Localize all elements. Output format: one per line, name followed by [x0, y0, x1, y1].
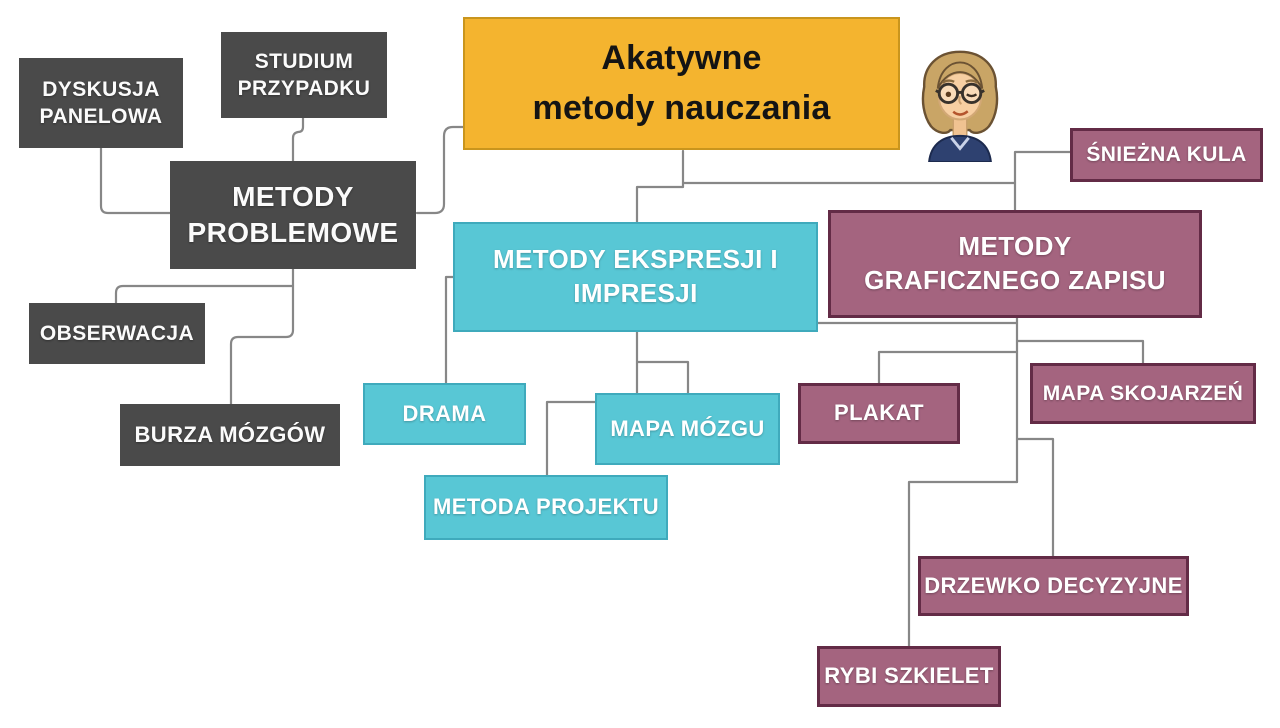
title-box: Akatywne metody nauczania: [463, 17, 900, 150]
node-plakat: PLAKAT: [798, 383, 960, 444]
node-label: PRZYPADKU: [237, 77, 371, 100]
node-label: BURZA MÓZGÓW: [134, 421, 326, 447]
node-label: OBSERWACJA: [39, 321, 195, 345]
node-label: METODY EKSPRESJI I: [492, 244, 779, 275]
node-label: DYSKUSJA: [42, 77, 160, 101]
node-metoda-projektu: METODA PROJEKTU: [424, 475, 668, 540]
node-metody-ekspresji: METODY EKSPRESJI I IMPRESJI: [453, 222, 818, 332]
node-label: MAPA MÓZGU: [610, 415, 765, 441]
node-drzewko-decyzyjne: DRZEWKO DECYZYJNE: [918, 556, 1189, 616]
node-label: METODY: [958, 231, 1072, 262]
node-metody-problemowe: METODY PROBLEMOWE: [170, 161, 416, 269]
node-label: ŚNIEŻNA KULA: [1086, 143, 1247, 167]
node-label: IMPRESJI: [573, 278, 698, 308]
node-obserwacja: OBSERWACJA: [29, 303, 205, 364]
node-label: MAPA SKOJARZEŃ: [1042, 381, 1244, 405]
avatar-illustration: [921, 50, 999, 163]
node-label: METODA PROJEKTU: [432, 494, 660, 520]
node-label: GRAFICZNEGO ZAPISU: [864, 265, 1166, 295]
node-sniezna-kula: ŚNIEŻNA KULA: [1070, 128, 1263, 182]
node-rybi-szkielet: RYBI SZKIELET: [817, 646, 1001, 707]
node-label: PLAKAT: [834, 400, 924, 426]
node-label: PANELOWA: [39, 105, 163, 128]
title-line1: Akatywne: [601, 39, 762, 78]
title-line2: metody nauczania: [532, 88, 831, 127]
node-burza-mozgow: BURZA MÓZGÓW: [120, 404, 340, 466]
node-drama: DRAMA: [363, 383, 526, 445]
node-mapa-skojarzen: MAPA SKOJARZEŃ: [1030, 363, 1256, 424]
node-label: STUDIUM: [254, 49, 354, 73]
node-label: DRZEWKO DECYZYJNE: [924, 572, 1183, 598]
node-label: RYBI SZKIELET: [824, 663, 994, 689]
node-metody-graficznego-zapisu: METODY GRAFICZNEGO ZAPISU: [828, 210, 1202, 318]
node-label: METODY: [232, 180, 354, 212]
node-label: PROBLEMOWE: [187, 217, 399, 248]
node-dyskusja-panelowa: DYSKUSJA PANELOWA: [19, 58, 183, 148]
teacher-avatar: [901, 46, 1019, 163]
node-mapa-mozgu: MAPA MÓZGU: [595, 393, 780, 465]
node-label: DRAMA: [402, 400, 487, 426]
node-studium-przypadku: STUDIUM PRZYPADKU: [221, 32, 387, 118]
